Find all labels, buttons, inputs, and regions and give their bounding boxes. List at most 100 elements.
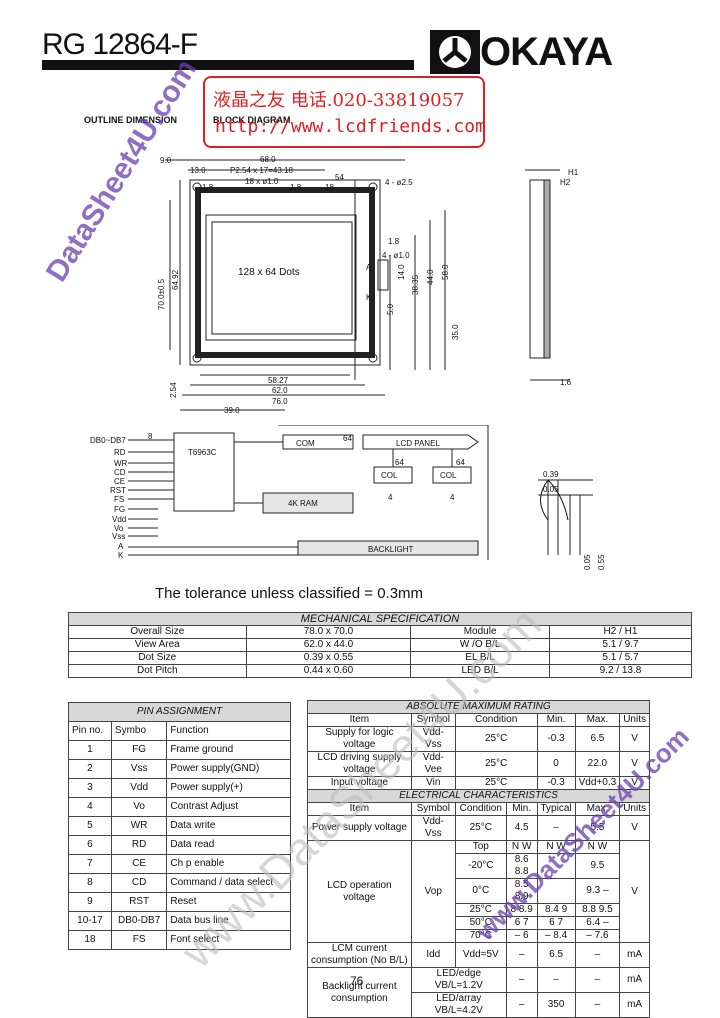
dim-label: P2.54 x 17=43.18 [230,166,293,175]
outline-heading: OUTLINE DIMENSION [84,115,178,125]
dim-label: 1.8 [388,237,400,246]
cell: -0.3 [536,776,576,790]
cell: – [505,992,538,1018]
dim-label: 68.0 [260,155,276,164]
dim-label: 1.8 [202,183,214,192]
cell: LCM current consumption (No B/L) [307,942,412,968]
v: 9.3 [586,885,601,896]
cell: 9.3 – [574,878,621,904]
cell: 78.0 x 70.0 [245,625,412,639]
pin-title: PIN ASSIGNMENT [68,702,291,722]
cell: 25°C [454,726,538,752]
dot-dim-label: 0.05 [583,554,592,570]
signal-label: Vss [112,532,125,541]
cell: V [619,726,650,752]
header-cell: Pin no. [68,721,112,741]
cell: RST [110,892,168,912]
cell: 8.5 8.9 [505,878,538,904]
stamp-phone-line: 液晶之友 电话.020-33819057 [213,90,465,111]
v: 8.4 [553,930,568,941]
cell: 0°C [454,878,507,904]
cell: FS [110,930,168,950]
dim-label: A [366,263,372,272]
cell: Data write [166,816,291,836]
cell: – [505,967,538,993]
cell: Vo [110,797,168,817]
dim-label: 54 [335,173,344,182]
cell: Idd [410,942,456,968]
cell: 6.5 [536,942,576,968]
signal-label: RD [114,448,126,457]
v: 8.5 [514,879,529,890]
cell: RD [110,835,168,855]
cell: – [505,942,538,968]
cell: 3 [68,778,112,798]
signal-label: A [118,542,124,551]
cell: – [574,967,621,993]
col1-count: 64 [395,458,404,467]
v: 6 [523,930,529,941]
signal-label: FS [114,495,124,504]
sub-w: W [521,841,532,852]
ram-label: 4K RAM [288,499,318,508]
header-cell: Typical [536,802,576,816]
col2-data: 4 [450,493,455,502]
cell: mA [619,967,650,993]
dim-label: 4 - ø2.5 [385,178,413,187]
signal-label: CD [114,468,126,477]
title-underline-bar [42,60,414,70]
cell: FG [110,740,168,760]
dim-label: 2.54 [169,382,178,398]
com-count: 64 [343,434,352,443]
cell: 25°C [454,751,538,777]
v: 6 [514,917,521,928]
cell: View Area [68,638,247,652]
cell: -0.3 [536,726,576,752]
v: – [602,885,609,896]
cell: 25°C [454,776,538,790]
v: 8 [510,904,517,915]
cell: 350 [536,992,576,1018]
cell: 18 [68,930,112,950]
dim-label: 58.0 [441,264,450,280]
cell: Vdd-Vss [410,815,456,841]
cell: Power supply(GND) [166,759,291,779]
cell: Vss [110,759,168,779]
dot-dim-label: 0.55 [597,554,606,570]
sub-w: W [556,841,566,852]
cell: 8.6 8.8 [505,853,538,879]
dim-label: 13.0 [190,166,206,175]
stamp-url-line: http://www.lcdfriends.com [215,116,486,137]
v: 7.6 [594,930,609,941]
dim-label: 9.0 [160,156,172,165]
signal-label: DB0~DB7 [90,436,126,445]
cell: CD [110,873,168,893]
cell: Dot Size [68,651,247,665]
brand-name: OKAYA [480,29,613,74]
cell: Power supply voltage [307,815,412,841]
v: 8.9 [514,891,529,902]
dim-label: 1.8 [290,183,302,192]
header-cell: Symbo [110,721,168,741]
cell: 8 [68,873,112,893]
signal-label: FG [114,505,125,514]
signal-label: WR [114,459,128,468]
mechanical-title: MECHANICAL SPECIFICATION [68,612,692,626]
